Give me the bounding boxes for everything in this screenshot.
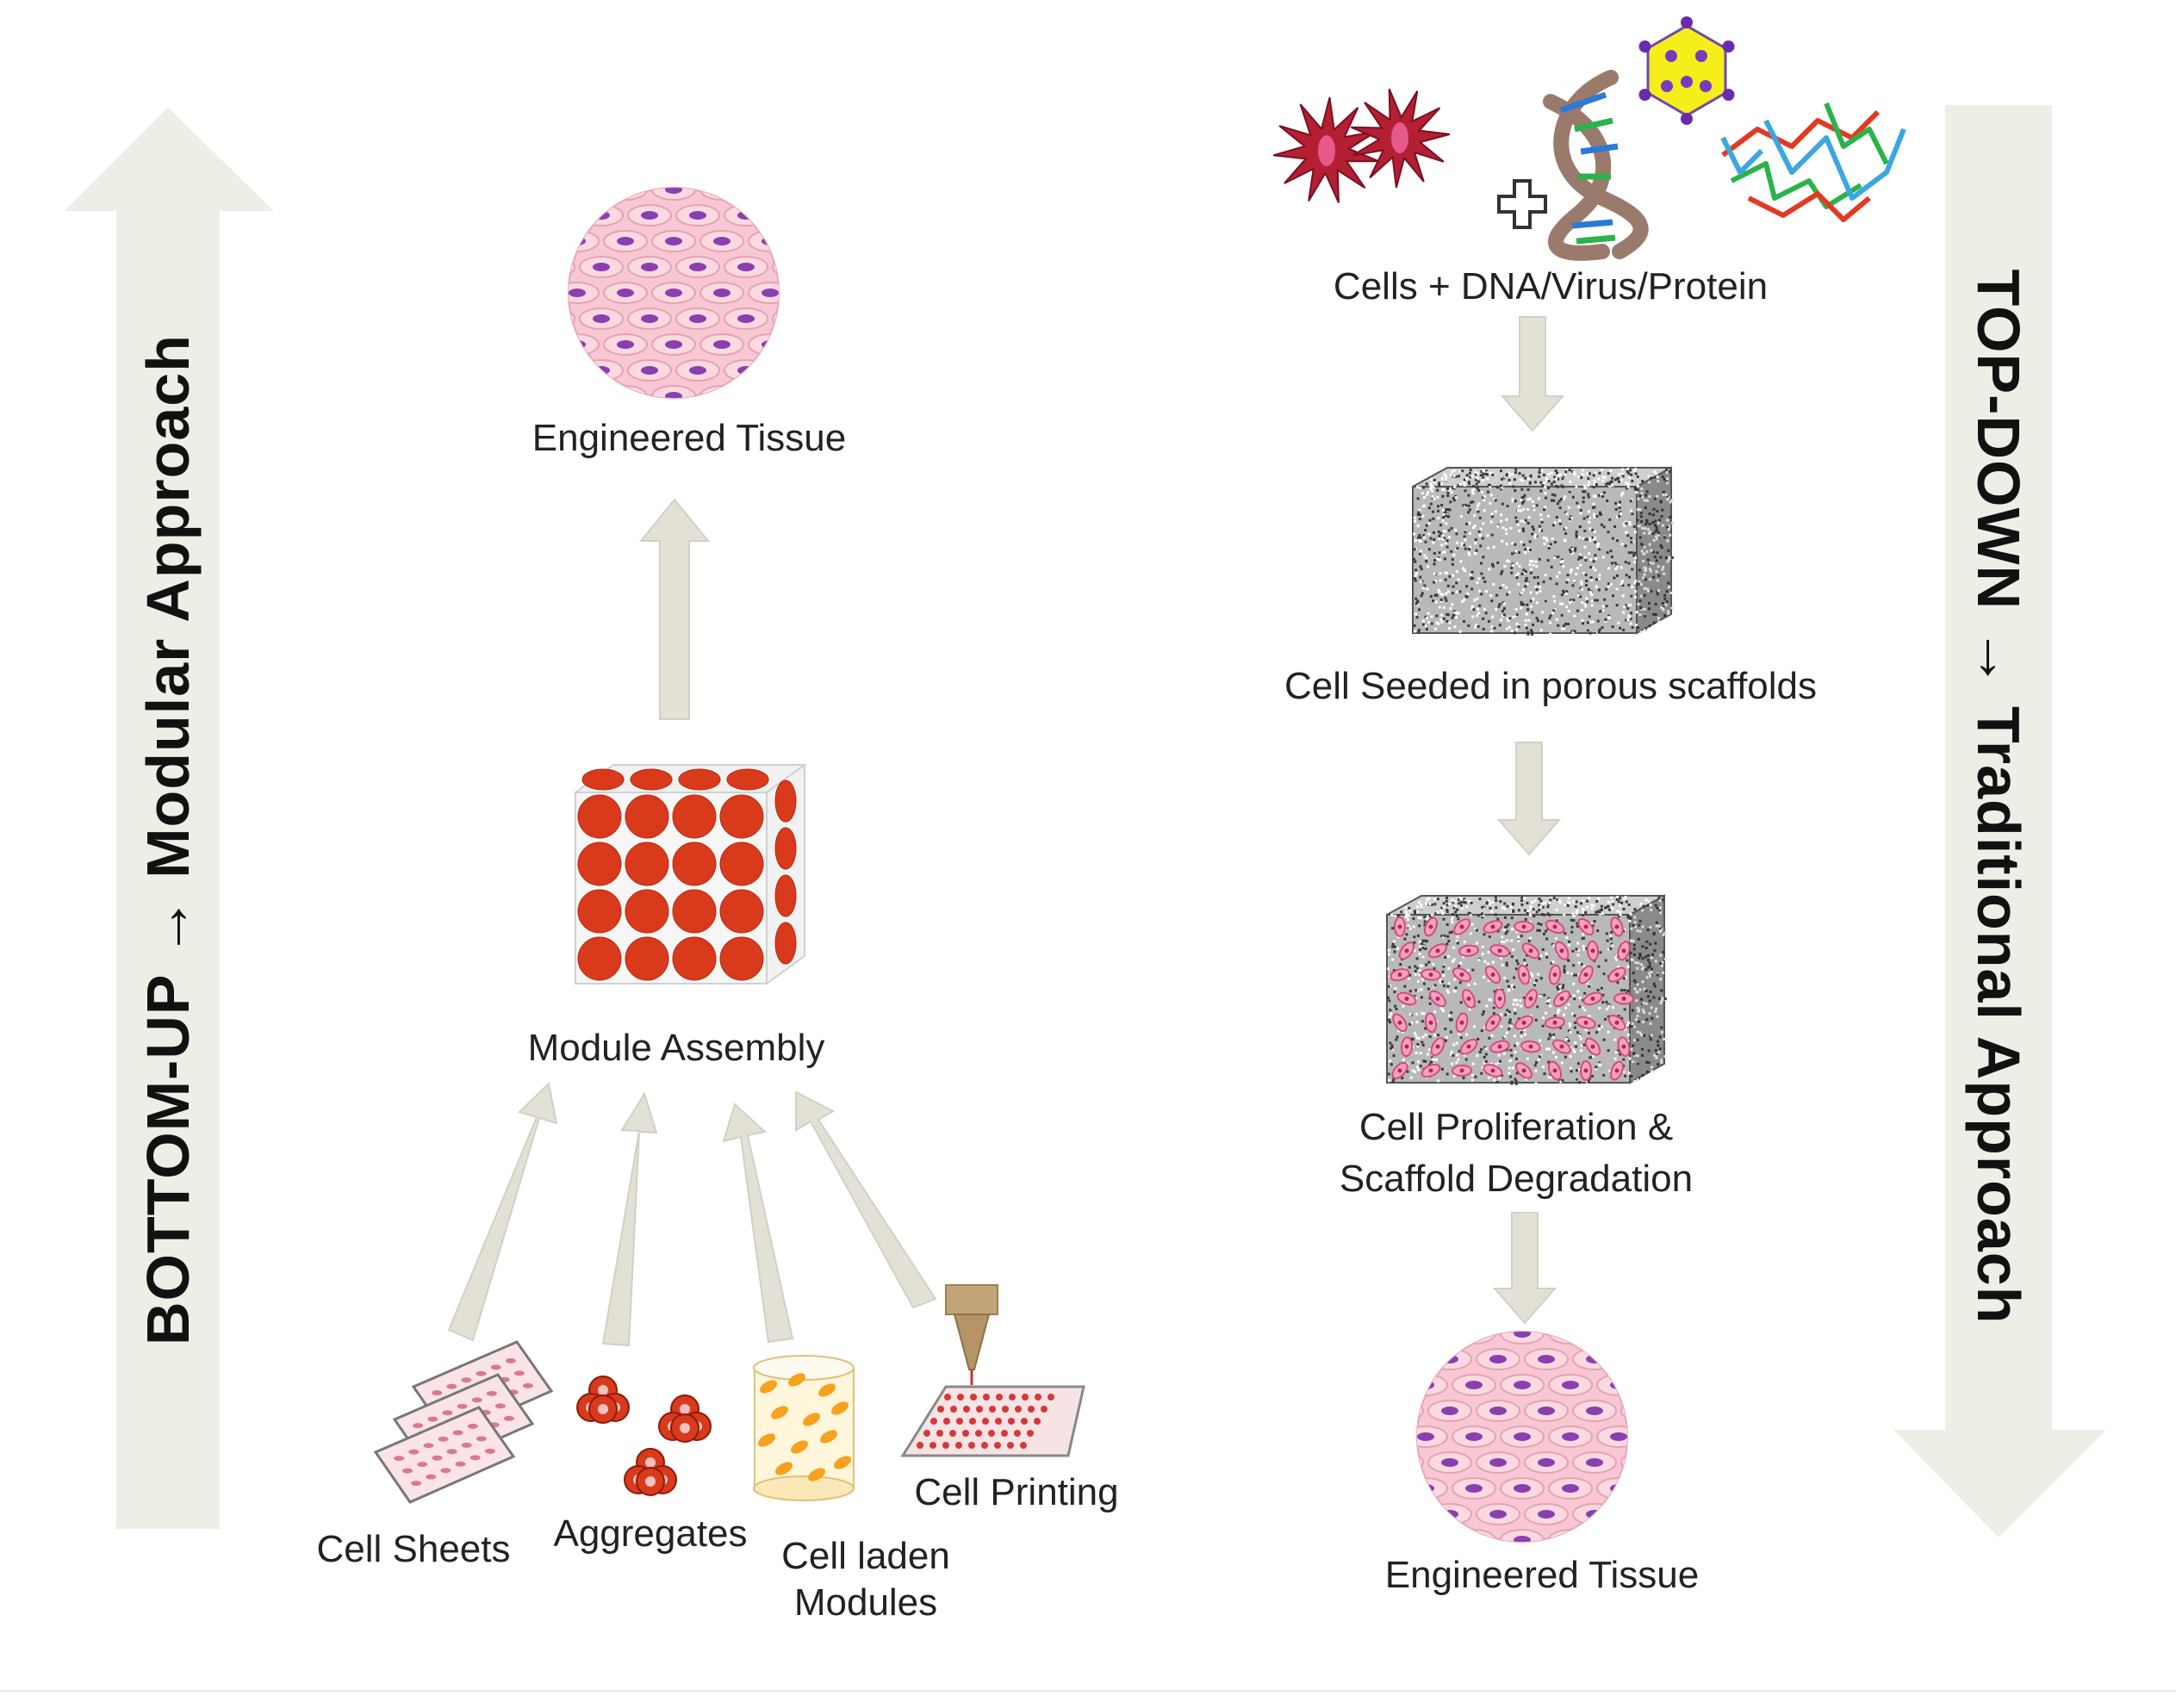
dna-icon <box>1543 70 1649 261</box>
cell-sheets-icon <box>373 1340 554 1504</box>
seeded-scaffold-cube <box>1386 894 1667 1085</box>
right-axis-label: TOP-DOWN → Traditional Approach <box>1965 269 2032 1325</box>
protein-icon <box>1720 102 1906 222</box>
arrow-step1-to-step2 <box>1500 316 1565 432</box>
engineered-tissue-top <box>568 187 780 399</box>
cell-laden-modules-icon <box>753 1355 855 1501</box>
step3-label-line2: Scaffold Degradation <box>1339 1158 1694 1200</box>
arrow-step3-to-step4 <box>1492 1212 1557 1325</box>
left-axis-label: BOTTOM-UP → Modular Approach <box>134 334 202 1345</box>
step3-label: Cell Proliferation & <box>1358 1106 1674 1148</box>
cell-printing-label: Cell Printing <box>914 1471 1119 1513</box>
arrow-aggregates-to-assembly <box>601 1091 658 1347</box>
virus-icon <box>1638 16 1735 125</box>
step2-label: Cell Seeded in porous scaffolds <box>1284 665 1818 707</box>
bottom-up-arrow <box>65 108 274 1529</box>
plus-icon <box>1497 179 1547 229</box>
arrow-step2-to-step3 <box>1496 742 1562 856</box>
top-down-arrow <box>1893 105 2106 1537</box>
cell-sheets-label: Cell Sheets <box>316 1528 511 1570</box>
arrow-assembly-to-tissue <box>638 498 711 720</box>
bottom-up-top-label: Engineered Tissue <box>532 417 847 459</box>
cell-printing-icon <box>900 1284 1085 1457</box>
module-assembly-cube <box>572 763 808 985</box>
step4-label: Engineered Tissue <box>1384 1554 1700 1596</box>
porous-scaffold-cube <box>1412 466 1674 636</box>
aggregates-icon <box>576 1376 712 1496</box>
module-assembly-label: Module Assembly <box>527 1027 825 1069</box>
bottom-divider <box>0 1690 2176 1692</box>
step1-label: Cells + DNA/Virus/Protein <box>1333 265 1769 307</box>
modules-label: Modules <box>793 1581 938 1624</box>
cells-icon <box>1272 88 1451 203</box>
aggregates-label: Aggregates <box>553 1512 748 1555</box>
arrow-sheets-to-assembly <box>447 1081 558 1342</box>
arrow-modules-to-assembly <box>722 1102 794 1344</box>
arrow-printing-to-assembly <box>795 1090 937 1309</box>
cell-laden-label: Cell laden <box>781 1535 950 1577</box>
